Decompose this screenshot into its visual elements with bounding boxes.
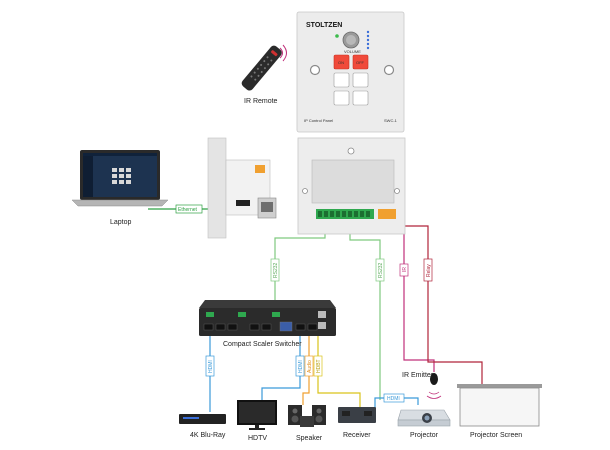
laptop-label: Laptop [110, 219, 132, 226]
volume-label: VOLUME [344, 49, 361, 54]
ir-remote: IR Remote [241, 44, 287, 105]
status-led [335, 34, 339, 38]
ip-control-panel: STOLTZEN VOLUME ON OFF IP Control Panel … [296, 11, 405, 133]
switcher-label: Compact Scaler Switcher [223, 341, 302, 348]
ir-remote-label: IR Remote [244, 98, 278, 105]
hdbt-cable [317, 336, 361, 407]
projector-label: Projector [410, 432, 439, 439]
hdmi-tv-label: HDMI [298, 360, 304, 373]
audio-label: Audio [307, 360, 313, 373]
cable-labels: RS232 RS232 IR Relay HDMI HDMI Audio HD [205, 258, 433, 403]
right-screw-hole [383, 64, 395, 76]
volume-leds [366, 30, 370, 50]
hdbt-label: HDBT [316, 359, 322, 373]
speaker-label: Speaker [296, 435, 323, 442]
laptop: Laptop [71, 150, 169, 226]
panel-button-4[interactable] [352, 72, 369, 88]
off-button-label: OFF [356, 60, 365, 65]
panel-button-5[interactable] [333, 90, 350, 106]
ir-label: IR [402, 267, 408, 272]
on-button[interactable] [333, 54, 350, 70]
top-mount-hole [347, 147, 355, 155]
on-button-label: ON [338, 60, 344, 65]
terminal-blocks [316, 209, 396, 219]
speaker: Speaker [288, 405, 326, 442]
ir-emitter-label: IR Emitter [402, 372, 434, 379]
panel-footer-left: IP Control Panel [304, 118, 333, 123]
relay-label: Relay [426, 264, 432, 277]
panel-button-3[interactable] [333, 72, 350, 88]
bluray-player: 4K Blu-Ray [179, 414, 226, 439]
ethernet-label-box [175, 204, 203, 214]
projector-screen-label: Projector Screen [470, 432, 522, 439]
ir-signal-icon [279, 44, 287, 62]
hdmi-receiver-label: HDMI [387, 396, 400, 402]
ir-emitter-signal-icon [426, 391, 442, 399]
ethernet-label: Ethernet [178, 207, 198, 213]
rs232-right-label: RS232 [378, 262, 384, 278]
receiver-label: Receiver [343, 432, 371, 439]
rs232-right-cable [349, 218, 381, 400]
left-screw-hole [309, 64, 321, 76]
panel-footer-right: SWC-1 [384, 118, 398, 123]
projector-screen: Projector Screen [457, 384, 542, 439]
hdtv-label: HDTV [248, 435, 267, 442]
wall-module-side [207, 137, 277, 239]
rs232-left-label: RS232 [273, 262, 279, 278]
ir-cable [364, 218, 435, 372]
hdmi-bluray-label: HDMI [208, 360, 214, 373]
wall-module-rear [297, 137, 406, 235]
panel-brand: STOLTZEN [306, 22, 342, 29]
compact-scaler-switcher: Compact Scaler Switcher [199, 300, 336, 348]
hdtv: HDTV [237, 400, 277, 442]
ir-emitter: IR Emitter [402, 372, 442, 399]
projector: Projector [397, 409, 451, 439]
panel-button-6[interactable] [352, 90, 369, 106]
bluray-label: 4K Blu-Ray [190, 432, 226, 439]
relay-cable [374, 218, 483, 384]
receiver: Receiver [338, 407, 376, 439]
off-button[interactable] [352, 54, 369, 70]
